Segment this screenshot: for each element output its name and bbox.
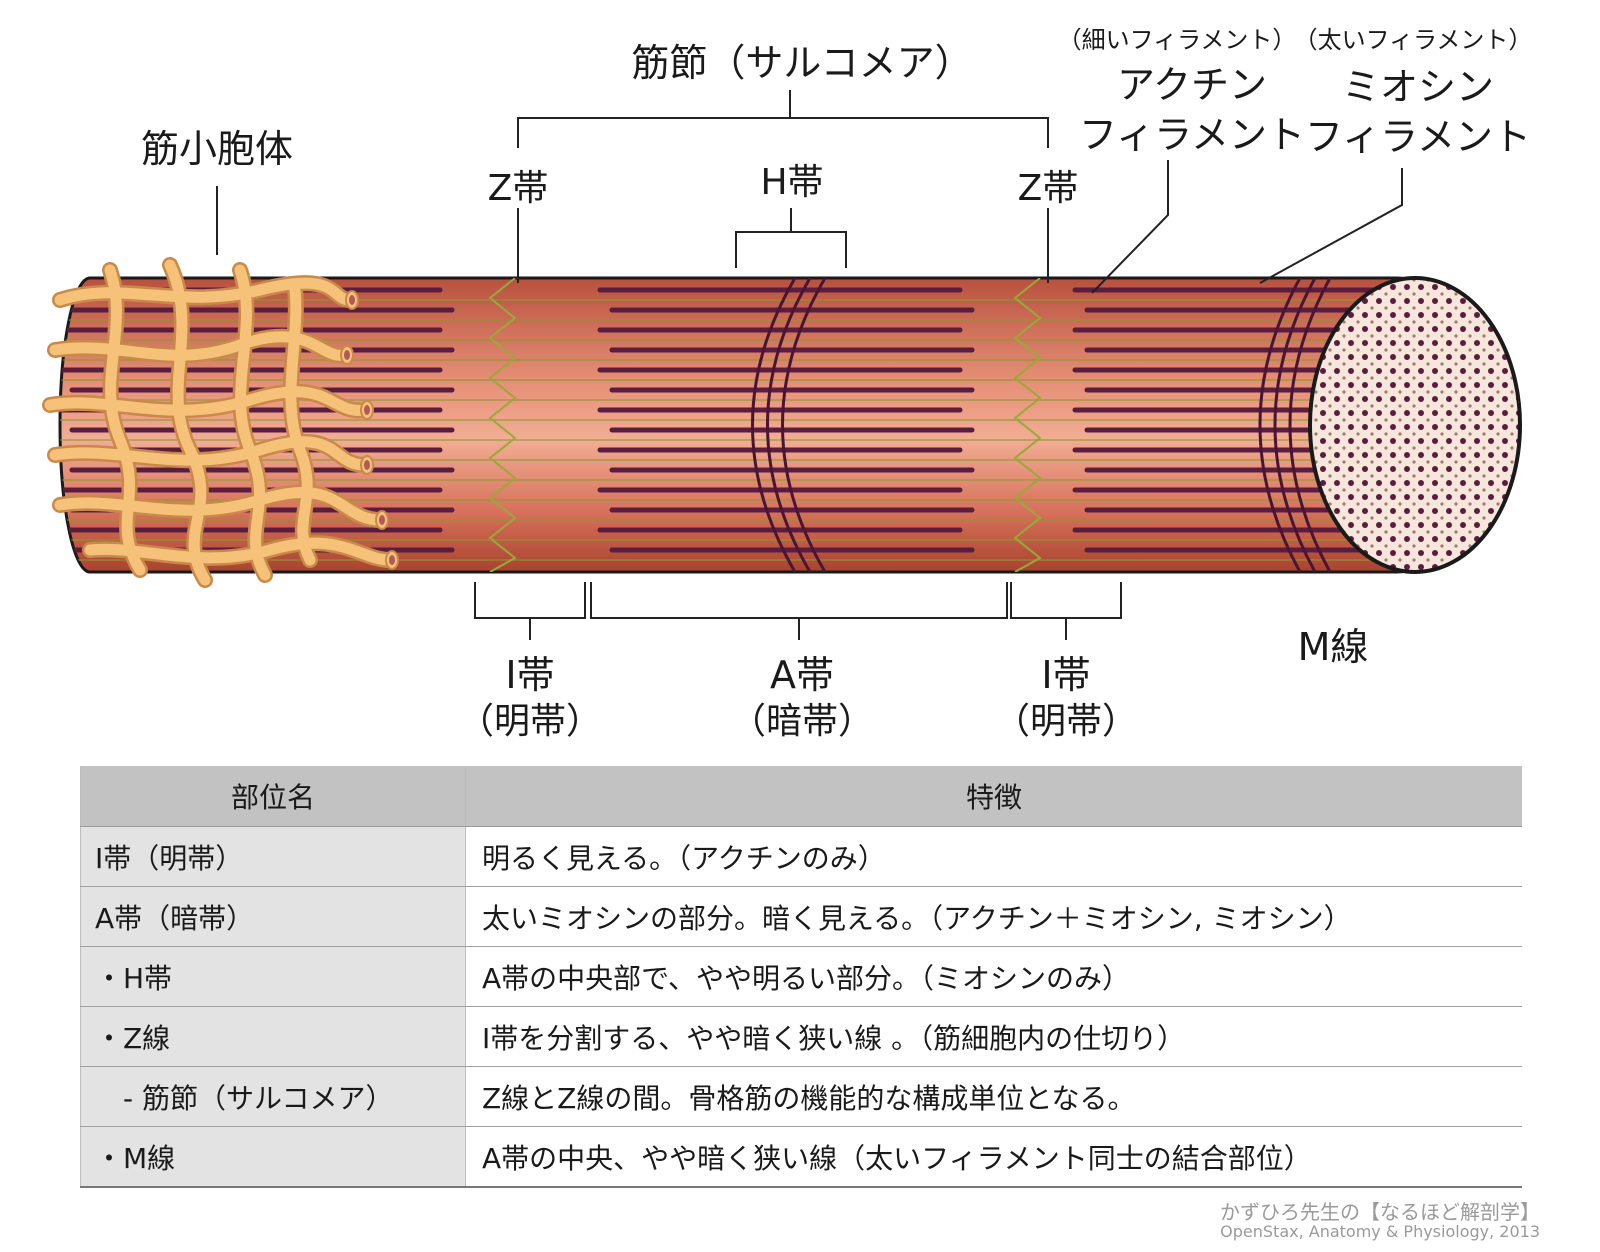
z-line-right (1013, 278, 1042, 572)
label-sarcoplasmic-reticulum: 筋小胞体 (141, 127, 293, 171)
label-myosin-line2: フィラメント (1305, 115, 1531, 159)
labels: 筋小胞体 筋節（サルコメア） Z帯 H帯 Z帯 （細いフィラメント） （太いフィ… (141, 26, 1532, 742)
label-thin-filament-note: （細いフィラメント） (1058, 26, 1297, 54)
label-a-band-sub: （暗帯） (730, 701, 874, 742)
myofibril-diagram: 筋小胞体 筋節（サルコメア） Z帯 H帯 Z帯 （細いフィラメント） （太いフィ… (42, 26, 1532, 742)
label-actin-line2: フィラメント (1079, 113, 1305, 157)
cross-section (1308, 276, 1522, 574)
table-row: I帯（明帯） 明るく見える。（アクチンのみ） (80, 826, 1522, 887)
credit-source: OpenStax, Anatomy & Physiology, 2013 (1220, 1222, 1540, 1241)
label-i-band-right: I帯 (1041, 653, 1090, 697)
label-h-band: H帯 (760, 162, 823, 203)
table-header-row: 部位名 特徴 (80, 766, 1522, 827)
row-feature: 明るく見える。（アクチンのみ） (465, 826, 1522, 887)
header-feature: 特徴 (465, 766, 1522, 827)
row-feature: 太いミオシンの部分。暗く見える。（アクチン＋ミオシン, ミオシン） (465, 886, 1522, 947)
row-feature: A帯の中央部で、やや明るい部分。（ミオシンのみ） (465, 946, 1522, 1007)
row-part-name: ・M線 (80, 1126, 466, 1188)
label-i-band-left-sub: （明帯） (458, 701, 602, 742)
row-part-name: ・H帯 (80, 946, 466, 1007)
table-row: - 筋節（サルコメア） Z線とZ線の間。骨格筋の機能的な構成単位となる。 (80, 1066, 1522, 1127)
row-part-name: ・Z線 (80, 1006, 466, 1067)
credit-author: かずひろ先生の【なるほど解剖学】 (1220, 1200, 1540, 1224)
table-row: A帯（暗帯） 太いミオシンの部分。暗く見える。（アクチン＋ミオシン, ミオシン） (80, 886, 1522, 947)
table-row: ・H帯 A帯の中央部で、やや明るい部分。（ミオシンのみ） (80, 946, 1522, 1007)
label-i-band-left: I帯 (505, 653, 554, 697)
label-a-band: A帯 (770, 653, 834, 697)
row-feature: A帯の中央、やや暗く狭い線（太いフィラメント同士の結合部位） (465, 1126, 1522, 1188)
z-line-left (488, 278, 517, 572)
header-part-name: 部位名 (80, 766, 466, 827)
label-i-band-right-sub: （明帯） (994, 701, 1138, 742)
table-row: ・Z線 I帯を分割する、やや暗く狭い線 。（筋細胞内の仕切り） (80, 1006, 1522, 1067)
row-feature: Z線とZ線の間。骨格筋の機能的な構成単位となる。 (465, 1066, 1522, 1127)
row-part-name: - 筋節（サルコメア） (80, 1066, 466, 1127)
row-feature: I帯を分割する、やや暗く狭い線 。（筋細胞内の仕切り） (465, 1006, 1522, 1067)
label-actin-line1: アクチン (1117, 63, 1267, 107)
row-part-name: I帯（明帯） (80, 826, 466, 887)
band-table: 部位名 特徴 I帯（明帯） 明るく見える。（アクチンのみ） A帯（暗帯） 太いミ… (80, 766, 1522, 1188)
sarcoplasmic-reticulum-network (42, 257, 399, 588)
row-part-name: A帯（暗帯） (80, 886, 466, 947)
filament-layer (60, 287, 1435, 561)
label-myosin-line1: ミオシン (1342, 65, 1494, 109)
annotation-lines (216, 90, 1403, 640)
m-line-arcs (751, 278, 1332, 572)
label-m-line: M線 (1298, 625, 1369, 669)
label-z-band-left: Z帯 (488, 168, 549, 209)
table-row: ・M線 A帯の中央、やや暗く狭い線（太いフィラメント同士の結合部位） (80, 1126, 1522, 1188)
label-thick-filament-note: （太いフィラメント） (1294, 26, 1533, 54)
muscle-fiber (58, 276, 1522, 574)
label-sarcomere: 筋節（サルコメア） (631, 41, 972, 85)
label-z-band-right: Z帯 (1018, 168, 1079, 209)
